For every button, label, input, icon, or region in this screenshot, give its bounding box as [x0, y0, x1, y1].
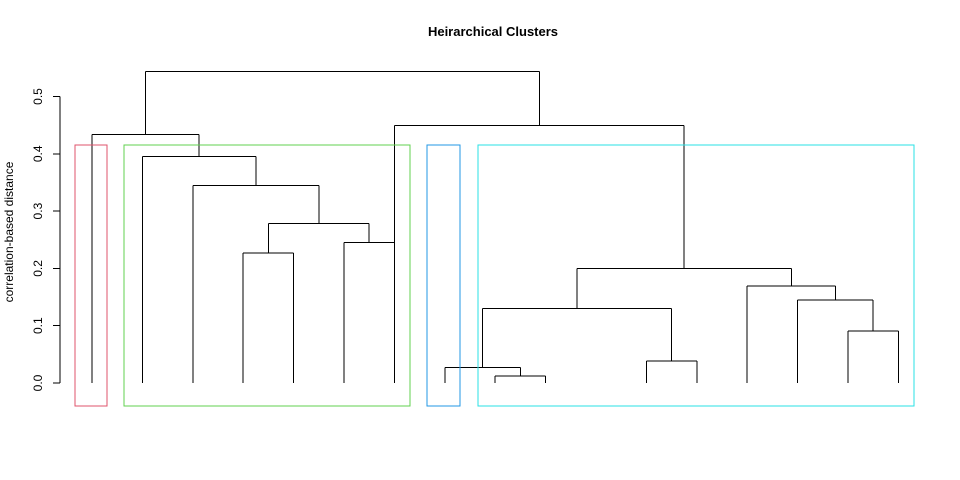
dendrogram-tree [91, 70, 899, 383]
y-tick-label: 0.2 [31, 260, 45, 277]
y-tick-label: 0.5 [31, 88, 45, 105]
y-axis-label: correlation-based distance [2, 161, 16, 302]
y-tick-label: 0.4 [31, 145, 45, 162]
cluster-boxes [74, 144, 915, 407]
y-tick-label: 0.1 [31, 317, 45, 334]
chart-title: Heirarchical Clusters [428, 24, 558, 39]
y-axis: 0.0 0.1 0.2 0.3 0.4 0.5 [31, 88, 61, 391]
y-tick-label: 0.0 [31, 374, 45, 391]
cluster-box [123, 144, 411, 407]
cluster-box [74, 144, 108, 407]
cluster-box [426, 144, 461, 407]
y-tick-label: 0.3 [31, 202, 45, 219]
cluster-box [477, 144, 915, 407]
